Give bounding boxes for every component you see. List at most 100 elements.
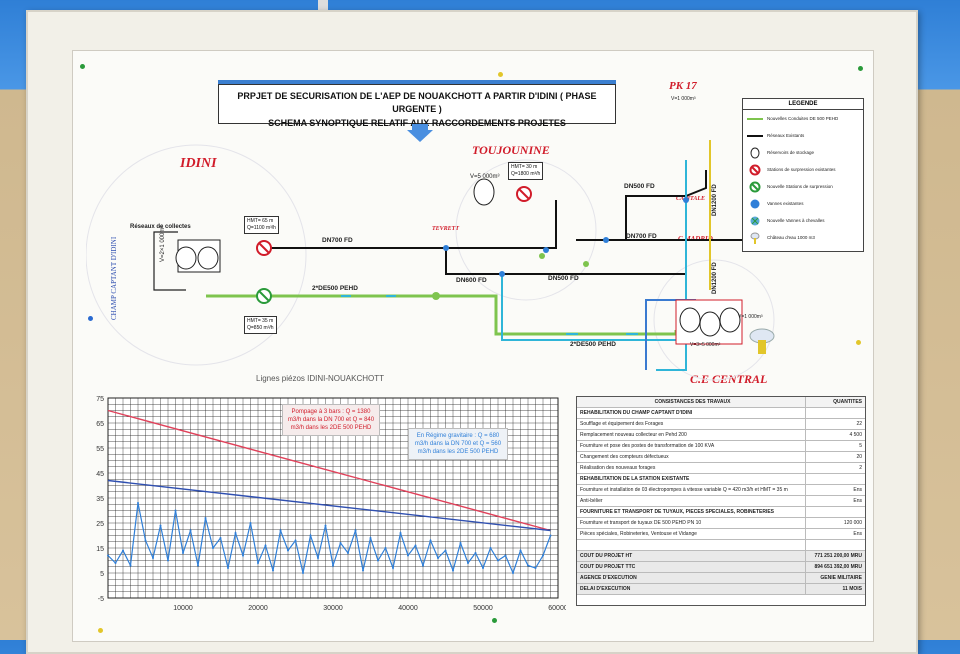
- data-point: [475, 552, 477, 554]
- data-point: [220, 537, 222, 539]
- tank-icon: [198, 247, 218, 269]
- new-valve-icon: [583, 261, 589, 267]
- table-cell-quantity: 20: [805, 452, 865, 462]
- table-cell-quantity: Ens: [805, 485, 865, 495]
- valve-icon: [443, 245, 449, 251]
- data-point: [325, 525, 327, 527]
- table-cell-item: Réalisation des nouveaux forages: [577, 465, 805, 471]
- data-point: [512, 572, 514, 574]
- hmt-value: HMT= 65 m: [247, 218, 276, 225]
- table-cell-item: Soufflage et équipement des Forages: [577, 421, 805, 427]
- data-point: [302, 572, 304, 574]
- data-point: [347, 552, 349, 554]
- tank-icon: [176, 247, 196, 269]
- table-row: Remplacement nouveau collecteur en Pehd …: [577, 430, 865, 441]
- y-tick-label: -5: [98, 596, 104, 603]
- table-cell-quantity: 11 MOIS: [805, 584, 865, 594]
- data-point: [482, 567, 484, 569]
- data-point: [377, 560, 379, 562]
- data-point: [415, 545, 417, 547]
- data-point: [152, 557, 154, 559]
- champ-captant-label: CHAMP CAPTANT D'IDINI: [110, 236, 118, 320]
- table-cell-item: Fourniture et pose des postes de transfo…: [577, 443, 805, 449]
- volume-toujounine: V=5 000m³: [470, 174, 500, 180]
- pin-icon: [80, 64, 85, 69]
- q-value: Q=1800 m³/h: [511, 171, 540, 178]
- data-point: [212, 547, 214, 549]
- q-value: Q=850 m³/h: [247, 325, 274, 332]
- new-valve-icon: [539, 253, 545, 259]
- table-cell-quantity: [805, 408, 865, 418]
- table-cell-quantity: 120 000: [805, 518, 865, 528]
- green-circle-icon: [746, 182, 764, 192]
- data-point: [385, 547, 387, 549]
- legend-item: Réservoirs de stockage: [743, 144, 863, 161]
- valve-icon: [603, 237, 609, 243]
- y-tick-label: 15: [96, 546, 104, 553]
- table-row: Fourniture et installation de 03 électro…: [577, 485, 865, 496]
- data-point: [452, 570, 454, 572]
- legend-label: Nouvelle Vannes à chevalles: [767, 218, 824, 223]
- legend-label: Nouvelle Stations de surpression: [767, 184, 833, 189]
- table-cell-item: Fourniture et installation de 03 électro…: [577, 487, 805, 493]
- volume-idini: V=2×1 000m³: [160, 226, 166, 262]
- table-cell-item: Anti-bélier: [577, 498, 805, 504]
- table-cell-item: FOURNITURE ET TRANSPORT DE TUYAUX, PIECE…: [577, 509, 805, 515]
- legend-label: Réseaux Existants: [767, 133, 804, 138]
- data-point: [535, 567, 537, 569]
- y-tick-label: 25: [96, 521, 104, 528]
- title-line-1: PRPJET DE SECURISATION DE L'AEP DE NOUAK…: [219, 90, 615, 116]
- table-cell-item: REHABILITATION DE LA STATION EXISTANTE: [577, 476, 805, 482]
- pipe-label-dn700: DN700 FD: [322, 238, 353, 244]
- legend: LEGENDE Nouvelles Conduites DE 500 PEHD …: [742, 98, 864, 252]
- blue-valve-icon: [746, 199, 764, 209]
- table-body: REHABILITATION DU CHAMP CAPTANT D'IDINI S…: [577, 408, 865, 595]
- green-valve-icon: [746, 216, 764, 226]
- table-cell-item: COUT DU PROJET TTC: [577, 564, 805, 570]
- data-point: [310, 535, 312, 537]
- data-point: [145, 540, 147, 542]
- table-cell-quantity: 5: [805, 441, 865, 451]
- data-point: [242, 555, 244, 557]
- water-tower-icon: [750, 329, 774, 354]
- data-point: [197, 565, 199, 567]
- y-tick-label: 65: [96, 421, 104, 428]
- data-point: [542, 555, 544, 557]
- pin-icon: [98, 628, 103, 633]
- data-point: [235, 532, 237, 534]
- data-point: [160, 525, 162, 527]
- data-point: [287, 550, 289, 552]
- tank-icon: [746, 148, 764, 158]
- table-cell-item: COUT DU PROJET HT: [577, 553, 805, 559]
- data-point: [182, 552, 184, 554]
- data-point: [317, 557, 319, 559]
- toujounine-station-spec: HMT= 30 mQ=1800 m³/h: [508, 162, 543, 180]
- table-cell-item: Changement des compteurs défectueux: [577, 454, 805, 460]
- legend-item: Château d'eau 1000 m3: [743, 229, 863, 246]
- table-cell-item: REHABILITATION DU CHAMP CAPTANT D'IDINI: [577, 410, 805, 416]
- idini-station-1-spec: HMT= 65 mQ=1100 m³/h: [244, 216, 279, 234]
- data-point: [497, 560, 499, 562]
- table-row: Fourniture et transport de tuyaux DE 500…: [577, 518, 865, 529]
- data-point: [130, 565, 132, 567]
- x-tick-label: 30000: [323, 605, 343, 612]
- data-point: [295, 540, 297, 542]
- valve-icon: [683, 197, 689, 203]
- table-row: Fourniture et pose des postes de transfo…: [577, 441, 865, 452]
- data-point: [190, 530, 192, 532]
- tank-icon: [720, 308, 740, 332]
- valve-icon: [499, 271, 505, 277]
- data-point: [400, 532, 402, 534]
- pipe-label-pehd: 2*DE500 PEHD: [312, 286, 358, 292]
- table-header: CONSISTANCES DES TRAVAUX QUANTITES: [577, 397, 865, 408]
- data-point: [167, 560, 169, 562]
- data-point: [437, 557, 439, 559]
- valve-icon: [543, 247, 549, 253]
- table-cell-quantity: Ens: [805, 496, 865, 506]
- table-cell-item: AGENCE D'EXECUTION: [577, 575, 805, 581]
- y-tick-label: 75: [96, 396, 104, 403]
- legend-label: Vannes existantes: [767, 201, 803, 206]
- pipe-label-pehd: 2*DE500 PEHD: [570, 342, 616, 348]
- tank-icon: [474, 179, 494, 205]
